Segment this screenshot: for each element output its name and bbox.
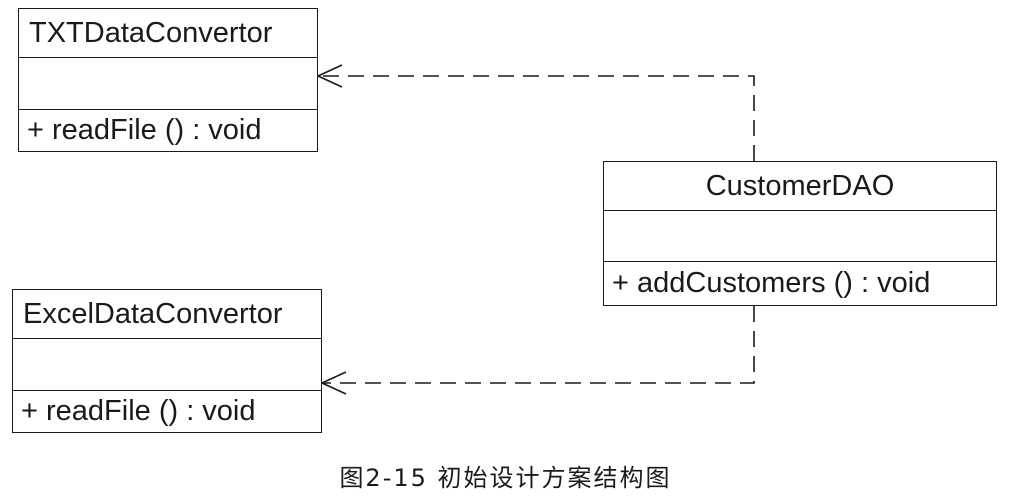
operation-read-file: + readFile () : void (19, 109, 317, 151)
operation-read-file: + readFile () : void (13, 390, 321, 432)
figure-caption: 图2-15 初始设计方案结构图 (339, 464, 672, 492)
class-name: CustomerDAO (705, 169, 895, 202)
attributes-compartment (13, 338, 321, 390)
class-excel-data-convertor: ExcelDataConvertor + readFile () : void (12, 289, 322, 433)
class-customer-dao: CustomerDAO + addCustomers () : void (603, 161, 997, 306)
dependency-customer-to-txt (318, 75, 755, 161)
dependency-arrowhead-excel (320, 371, 347, 395)
class-name: TXTDataConvertor (29, 16, 273, 49)
class-name: ExcelDataConvertor (23, 297, 283, 330)
dependency-customer-to-excel (322, 306, 755, 384)
class-txt-data-convertor: TXTDataConvertor + readFile () : void (18, 8, 318, 152)
dependency-arrowhead-txt (316, 64, 343, 88)
attributes-compartment (19, 57, 317, 109)
attributes-compartment (604, 210, 996, 261)
operation-add-customers: + addCustomers () : void (604, 261, 996, 305)
